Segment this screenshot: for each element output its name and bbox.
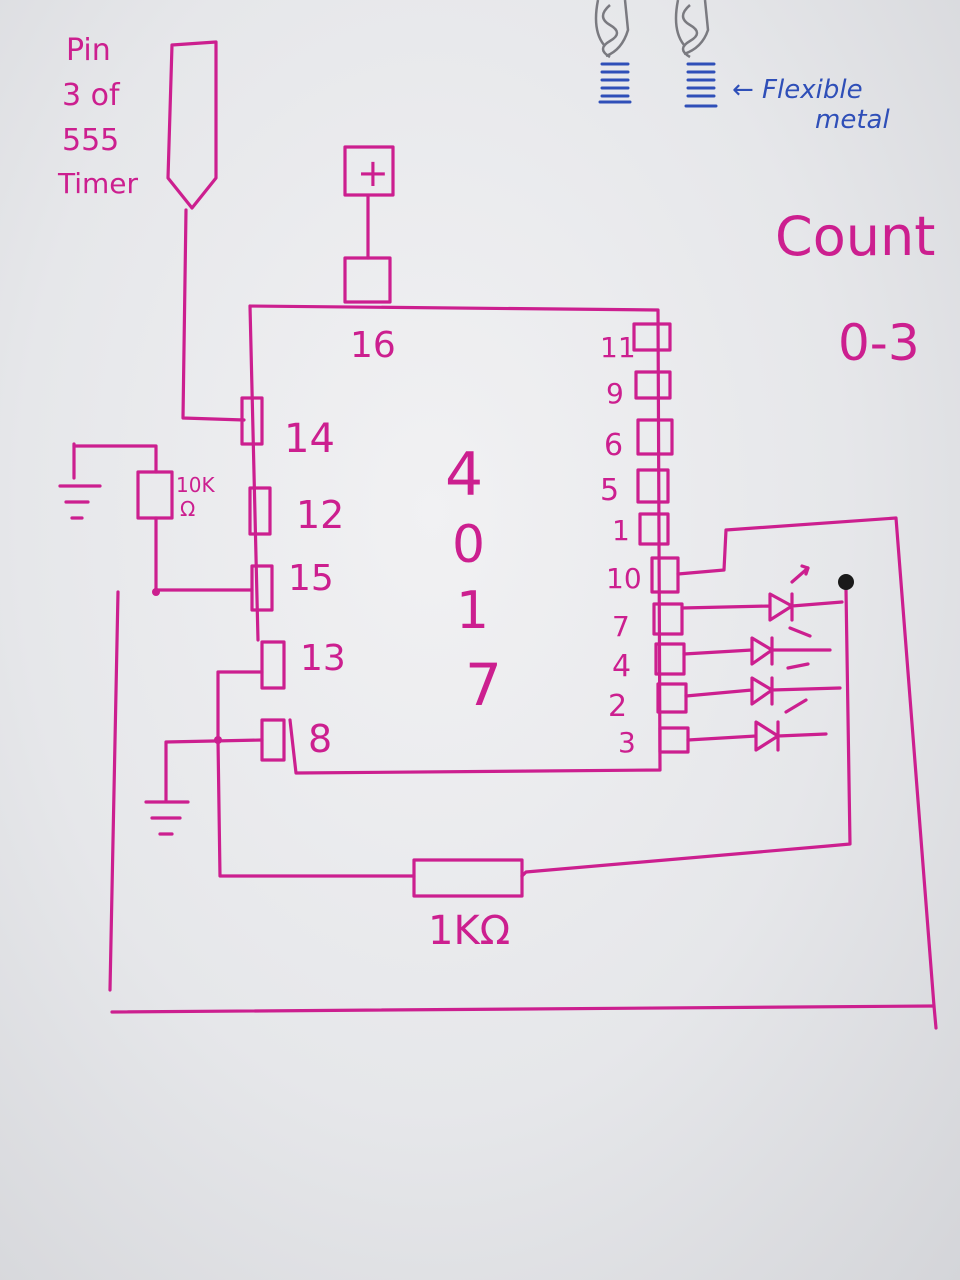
- left-pin-label-8: 8: [308, 717, 332, 761]
- right-pin-label-5: 5: [600, 473, 619, 508]
- spring-contacts: ← Flexible metal: [594, 0, 890, 135]
- source-label-line3: 555: [62, 123, 119, 158]
- right-pin-pad-3: [658, 726, 690, 754]
- source-label-line2: 3 of: [62, 78, 121, 113]
- left-pin-pad-13: [260, 640, 286, 690]
- left-pin-label-14: 14: [284, 416, 335, 462]
- led-row-2: [684, 662, 842, 706]
- chip-digit-0: 0: [452, 515, 485, 575]
- right-pin-pad-2: [656, 682, 688, 714]
- source-label: Pin 3 of 555 Timer: [57, 33, 139, 200]
- count-label: Count: [775, 205, 935, 268]
- wire-pin10-reset-loop: [676, 516, 938, 1030]
- source-label-line1: Pin: [66, 33, 111, 68]
- resistor-10k: [136, 470, 174, 520]
- pin16-pad: [343, 256, 392, 304]
- left-pin-label-12: 12: [296, 493, 344, 537]
- wire-left-return: [108, 590, 120, 992]
- resistor-1k-label: 1KΩ: [428, 908, 510, 954]
- right-pin-pad-6: [636, 418, 674, 456]
- source-label-line4: Timer: [57, 167, 139, 200]
- wire-bottom-loop: [110, 1004, 936, 1014]
- wire-1k-to-led-common: [520, 588, 852, 878]
- spring-coil-left-blue: [598, 62, 632, 104]
- junction-dot-pin15: [152, 588, 160, 596]
- right-pin-pad-7: [652, 602, 684, 636]
- resistor-1k: [412, 858, 524, 898]
- right-pin-label-7: 7: [612, 610, 630, 643]
- spring-body-right: [674, 0, 710, 56]
- led-row-3: [686, 698, 828, 752]
- right-pin-pad-5: [636, 468, 670, 504]
- right-pin-label-11: 11: [600, 331, 636, 364]
- wire-pin13-to-junction: [216, 670, 264, 742]
- power-plus-symbol: +: [357, 151, 389, 195]
- right-pin-pad-4: [654, 642, 686, 676]
- right-pin-pad-9: [634, 370, 672, 400]
- probe-shape: [166, 40, 218, 210]
- right-pin-label-6: 6: [604, 428, 623, 463]
- metal-label: metal: [815, 105, 890, 135]
- count-range-label: 0-3: [838, 314, 920, 372]
- right-pin-pad-1: [638, 512, 670, 546]
- resistor-10k-unit: Ω: [180, 497, 195, 521]
- right-pin-pad-11: [632, 322, 672, 352]
- chip-4017-body: [248, 304, 662, 775]
- wire-pin8: [164, 738, 264, 802]
- wire-10k-to-pin15: [154, 516, 254, 592]
- left-pin-label-13: 13: [300, 638, 346, 679]
- right-pin-pads: [632, 322, 690, 754]
- left-pin-label-15: 15: [288, 558, 334, 599]
- wire-junction-to-1k: [216, 738, 416, 878]
- right-pin-label-1: 1: [612, 514, 630, 547]
- led-row-7: [680, 564, 844, 622]
- spring-body-left: [594, 0, 630, 58]
- chip-digit-7: 7: [465, 651, 502, 719]
- ground-symbol-lower: [144, 800, 190, 836]
- right-pin-pad-10: [650, 556, 680, 594]
- left-pin-pad-8: [260, 718, 286, 762]
- left-pin-pad-12: [248, 486, 272, 536]
- resistor-10k-label: 10K: [176, 473, 215, 497]
- flexible-label: ← Flexible: [732, 75, 863, 105]
- right-pin-label-2: 2: [608, 689, 627, 724]
- pin16-label: 16: [350, 325, 396, 366]
- right-pin-label-10: 10: [606, 562, 642, 595]
- spring-coil-left-grey: [601, 4, 619, 59]
- ground-symbol-upper: [58, 442, 102, 520]
- chip-digit-4: 4: [445, 440, 483, 510]
- spring-coil-right-blue: [684, 62, 718, 108]
- wire-555-to-pin14: [181, 208, 246, 422]
- right-pin-label-4: 4: [612, 649, 631, 684]
- right-pin-label-3: 3: [618, 726, 636, 759]
- led-row-4: [682, 626, 832, 666]
- left-pin-pad-15: [250, 564, 274, 612]
- spring-coil-right-grey: [681, 4, 699, 59]
- junction-dot-black: [838, 574, 854, 590]
- right-pin-label-9: 9: [606, 377, 624, 410]
- chip-digit-1: 1: [456, 581, 489, 641]
- wire-10k-top: [72, 444, 158, 474]
- left-pin-pad-14: [240, 396, 264, 446]
